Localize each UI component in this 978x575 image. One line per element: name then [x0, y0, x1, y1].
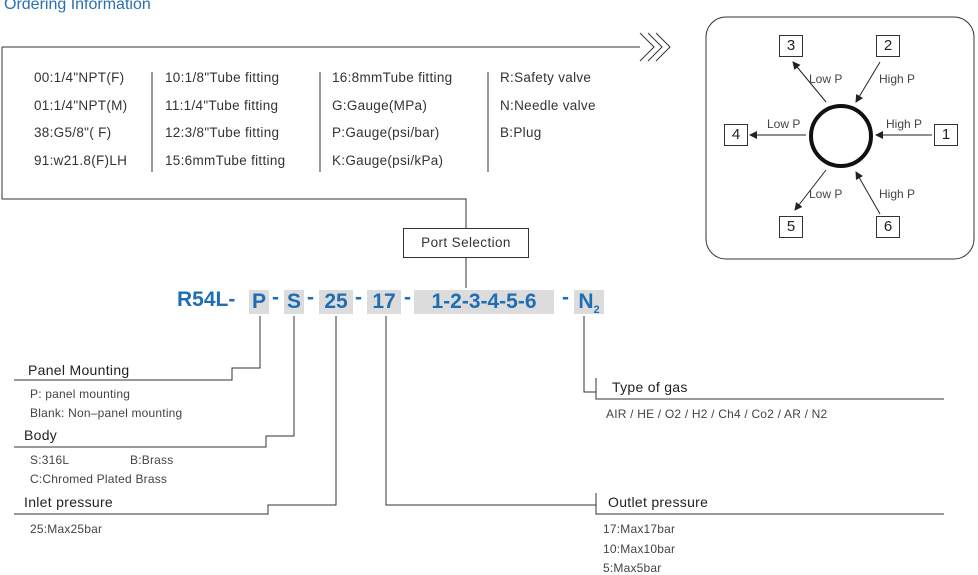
outlet-pressure-option: 10:Max10bar	[603, 542, 676, 556]
inlet-pressure-option: 25:Max25bar	[30, 522, 103, 536]
port-5-box: 5	[779, 216, 803, 238]
option-item: 15:6mmTube fitting	[165, 153, 286, 168]
gas-subscript: 2	[593, 304, 600, 317]
code-dash: -	[562, 286, 569, 309]
high-pressure-label: High P	[879, 187, 916, 201]
body-header: Body	[24, 427, 58, 443]
code-dash: -	[307, 286, 314, 309]
option-item: R:Safety valve	[500, 70, 592, 85]
code-segment-body: S	[284, 290, 304, 314]
panel-mounting-option: Blank: Non–panel mounting	[30, 406, 183, 420]
model-code-prefix: R54L-	[177, 288, 236, 311]
body-option: C:Chromed Plated Brass	[30, 472, 168, 486]
valve-body-circle	[809, 104, 873, 168]
arrow-chevrons-icon	[639, 32, 671, 62]
outlet-pressure-option: 17:Max17bar	[603, 522, 676, 536]
panel-mounting-option: P: panel mounting	[30, 387, 131, 401]
code-segment-gas: N2	[574, 290, 604, 317]
high-pressure-label: High P	[886, 117, 923, 131]
port-selection-label: Port Selection	[403, 228, 529, 258]
low-pressure-label: Low P	[809, 187, 843, 201]
code-segment-ports: 1-2-3-4-5-6	[414, 290, 554, 314]
code-dash: -	[272, 286, 279, 309]
option-item: 12:3/8"Tube fitting	[165, 125, 280, 140]
option-item: 91:w21.8(F)LH	[34, 153, 128, 168]
port-diagram-frame	[705, 16, 975, 260]
body-option: B:Brass	[130, 453, 174, 467]
option-item: 01:1/4"NPT(M)	[34, 98, 128, 113]
low-pressure-label: Low P	[809, 72, 843, 86]
code-segment-outlet: 17	[367, 290, 401, 314]
gas-type-header: Type of gas	[612, 379, 688, 395]
high-pressure-label: High P	[879, 72, 916, 86]
option-item: P:Gauge(psi/bar)	[332, 125, 440, 140]
low-pressure-label: Low P	[767, 117, 801, 131]
option-item: K:Gauge(psi/kPa)	[332, 153, 444, 168]
panel-mounting-header: Panel Mounting	[28, 362, 130, 378]
option-item: 10:1/8"Tube fitting	[165, 70, 280, 85]
option-item: 38:G5/8"( F)	[34, 125, 112, 140]
option-item: N:Needle valve	[500, 98, 596, 113]
port-1-box: 1	[934, 124, 958, 146]
page-title: Ordering Information	[4, 0, 151, 13]
port-3-box: 3	[779, 35, 803, 57]
code-dash: -	[355, 286, 362, 309]
gas-symbol: N	[578, 290, 594, 313]
code-segment-panel: P	[249, 290, 269, 314]
outlet-pressure-header: Outlet pressure	[608, 494, 709, 510]
port-4-box: 4	[724, 124, 748, 146]
code-segment-inlet: 25	[319, 290, 353, 314]
code-dash: -	[404, 286, 411, 309]
option-item: 00:1/4"NPT(F)	[34, 70, 125, 85]
outlet-pressure-option: 5:Max5bar	[603, 561, 662, 575]
inlet-pressure-header: Inlet pressure	[24, 494, 114, 510]
body-option: S:316L	[30, 453, 70, 467]
gas-type-options: AIR / HE / O2 / H2 / Ch4 / Co2 / AR / N2	[606, 407, 828, 421]
option-item: B:Plug	[500, 125, 542, 140]
option-item: 11:1/4"Tube fitting	[165, 98, 279, 113]
option-item: 16:8mmTube fitting	[332, 70, 453, 85]
port-2-box: 2	[876, 35, 900, 57]
option-item: G:Gauge(MPa)	[332, 98, 428, 113]
port-6-box: 6	[876, 216, 900, 238]
